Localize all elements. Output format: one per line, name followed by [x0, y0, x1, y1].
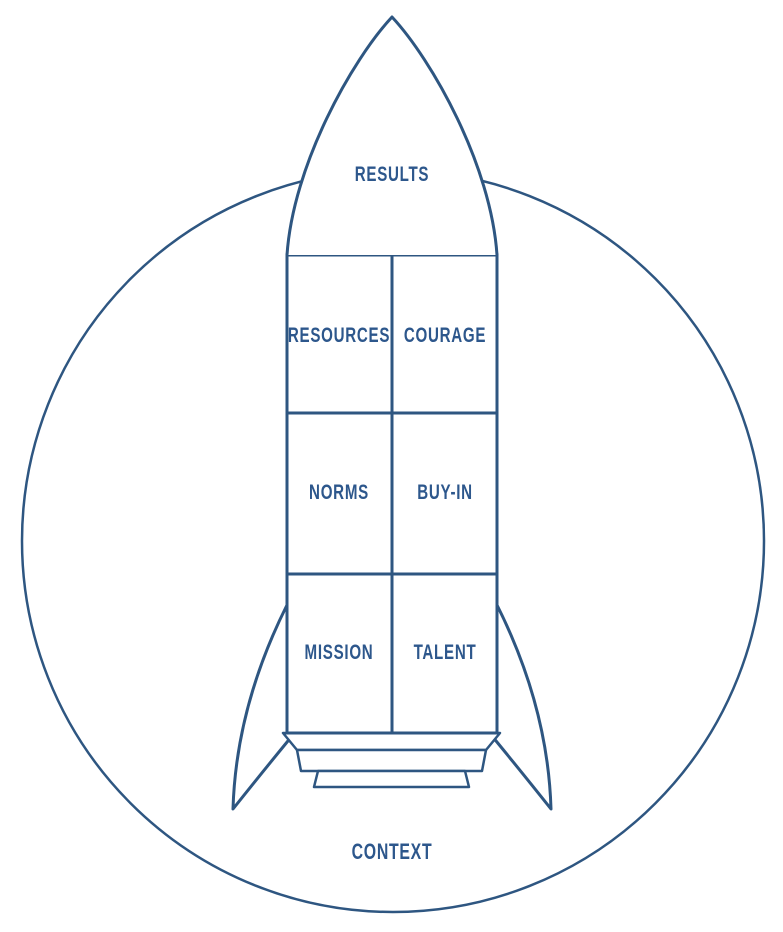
nose-cone-fill	[287, 17, 497, 255]
label-norms: NORMS	[309, 481, 369, 504]
label-courage: COURAGE	[403, 324, 487, 347]
right-fin	[490, 603, 553, 811]
label-talent: TALENT	[413, 641, 477, 664]
engine-nozzle	[312, 769, 471, 789]
nose-cone	[285, 15, 499, 257]
engine-stage	[295, 748, 488, 773]
left-fin	[231, 603, 294, 811]
engine-skirt	[281, 731, 502, 752]
label-buy-in: BUY-IN	[417, 481, 473, 504]
label-context: CONTEXT	[351, 839, 433, 864]
label-mission: MISSION	[304, 641, 374, 664]
label-results: RESULTS	[354, 163, 430, 186]
body-grid-lines	[287, 255, 497, 733]
label-resources: RESOURCES	[287, 324, 391, 347]
